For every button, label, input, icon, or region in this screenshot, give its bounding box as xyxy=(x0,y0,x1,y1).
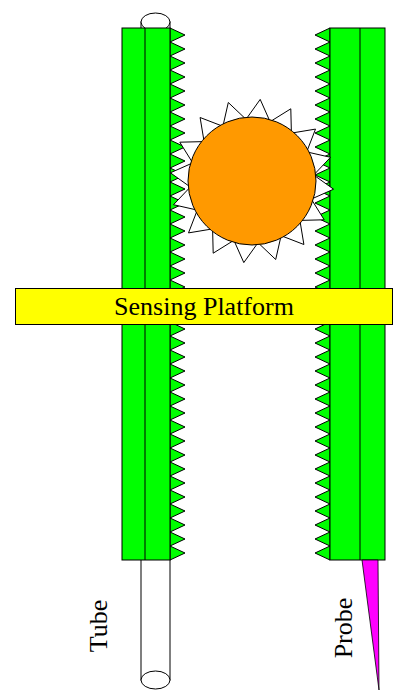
gear xyxy=(170,99,333,262)
gear-wheel xyxy=(188,117,316,245)
part-label: Probe xyxy=(331,598,357,659)
probe-tip xyxy=(362,560,379,690)
part-label: Tube xyxy=(86,600,112,653)
platform-band: Sensing Platform xyxy=(15,288,393,325)
platform-label: Sensing Platform xyxy=(114,292,294,322)
gear-teeth xyxy=(170,99,333,262)
tube-bottom xyxy=(141,671,170,689)
